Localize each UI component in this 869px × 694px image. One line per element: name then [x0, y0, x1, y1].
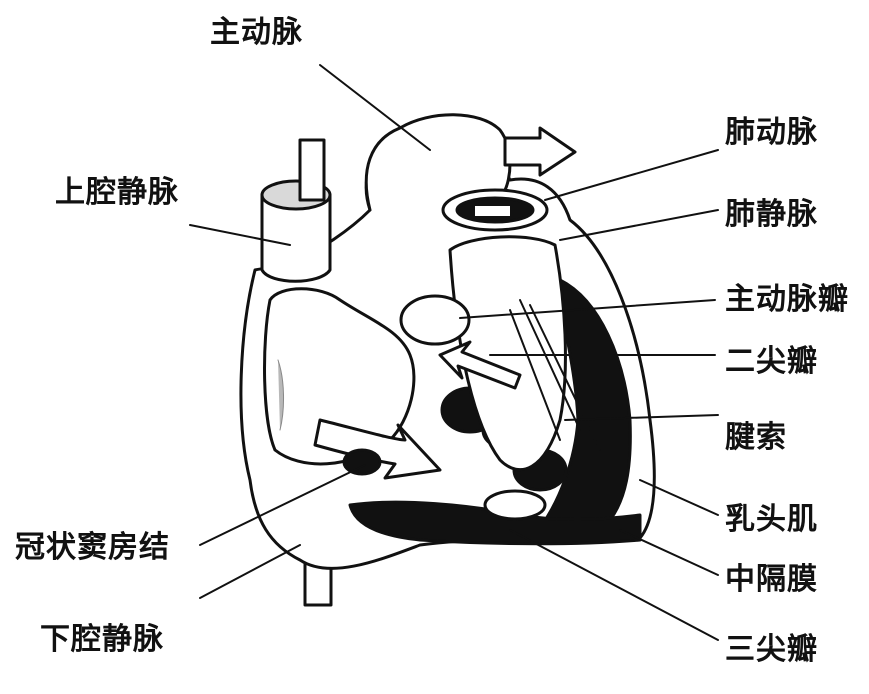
- label-tricuspid-valve: 三尖瓣: [725, 635, 818, 665]
- label-superior-vena-cava: 上腔静脉: [55, 178, 179, 208]
- coronary-sinus: [344, 450, 380, 474]
- label-septum: 中隔膜: [725, 565, 818, 595]
- label-aortic-valve: 主动脉瓣: [725, 285, 849, 315]
- tricuspid-valve: [485, 491, 545, 519]
- leader-pulmonary-artery: [545, 150, 718, 200]
- label-papillary-muscle: 乳头肌: [725, 505, 818, 535]
- leader-aorta: [320, 65, 430, 150]
- pulmonary-artery-arrow: [505, 128, 575, 175]
- leader-septum: [620, 530, 718, 575]
- label-pulmonary-artery: 肺动脉: [725, 118, 818, 148]
- leader-pulmonary-vein: [560, 210, 718, 240]
- label-chordae-tendineae: 腱索: [725, 423, 787, 453]
- leader-inferior-vena-cava: [200, 545, 300, 598]
- label-coronary-sinoatrial-node: 冠状窦房结: [15, 533, 170, 563]
- aortic-valve-loop: [401, 296, 469, 344]
- superior-vena-cava-stub: [300, 140, 324, 200]
- label-aorta: 主动脉: [210, 18, 303, 48]
- leader-tricuspid-valve: [510, 530, 718, 640]
- label-mitral-valve: 二尖瓣: [725, 347, 818, 377]
- label-pulmonary-vein: 肺静脉: [725, 200, 818, 230]
- label-inferior-vena-cava: 下腔静脉: [40, 625, 164, 655]
